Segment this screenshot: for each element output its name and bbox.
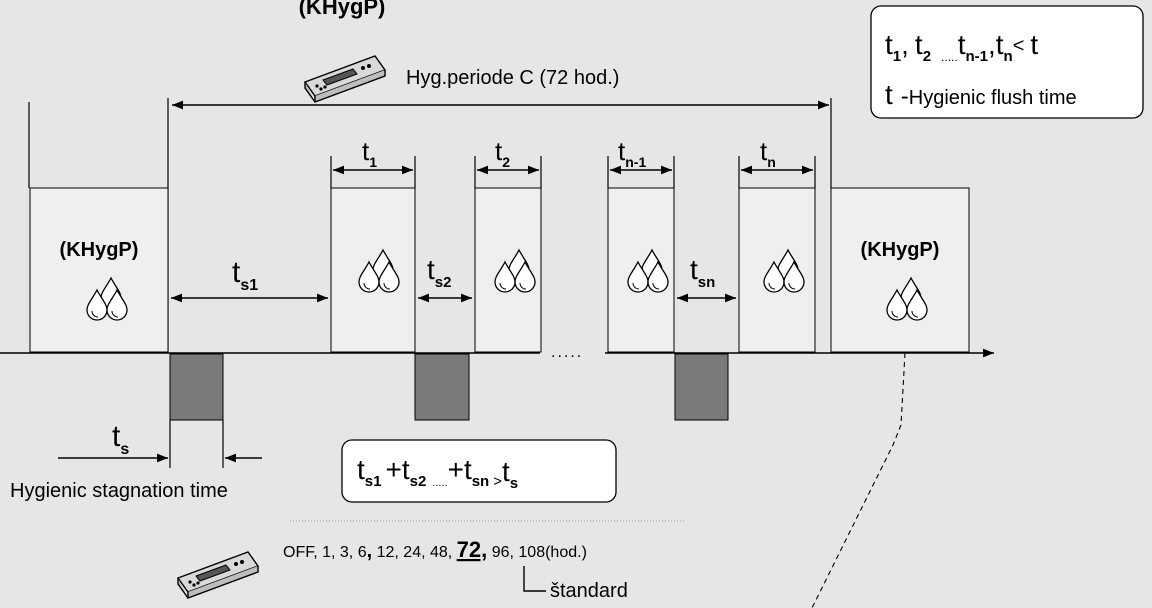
standard-label: štandard bbox=[550, 580, 628, 602]
remote-control-icon bbox=[304, 55, 386, 103]
axis-dots: ..... bbox=[551, 344, 583, 361]
flush-bound-ticks bbox=[330, 156, 816, 188]
standard-pointer-line bbox=[523, 566, 546, 592]
leader-dashed-line bbox=[811, 352, 906, 608]
khygp-label-left: (KHygP) bbox=[60, 239, 139, 261]
ts1-label: ts1 bbox=[232, 256, 258, 294]
stagnation-bar bbox=[674, 353, 729, 421]
flush-time-text: Hygienic flush time bbox=[909, 87, 1077, 109]
tn-label: tn bbox=[760, 136, 776, 170]
stagnation-caption: Hygienic stagnation time bbox=[10, 480, 228, 502]
ts-label: ts bbox=[112, 420, 129, 458]
stagnation-bar bbox=[414, 353, 470, 421]
svg-text:ts1+ts2.....+tsn>ts: ts1+ts2.....+tsn>ts bbox=[357, 454, 518, 492]
standard-value: 72, bbox=[457, 537, 488, 562]
remote-control-icon bbox=[177, 551, 259, 599]
t1-label: t1 bbox=[362, 136, 377, 170]
period-options: OFF, 1, 3, 6, 12, 24, 48, 72, 96, 108(ho… bbox=[283, 537, 587, 562]
top-title-fragment: (KHygP) bbox=[299, 0, 386, 19]
khygp-box-left bbox=[29, 187, 169, 353]
khygp-box-right bbox=[830, 187, 970, 353]
tsn-label: tsn bbox=[690, 254, 715, 291]
svg-text:t1,t2.....tn-1,tn<t: t1,t2.....tn-1,tn<t bbox=[885, 29, 1038, 65]
khygp-label-right: (KHygP) bbox=[861, 239, 940, 261]
t2-label: t2 bbox=[495, 136, 510, 170]
ts2-label: ts2 bbox=[427, 254, 451, 291]
tn-minus-1-label: tn-1 bbox=[618, 136, 646, 170]
svg-text:t-Hygienic flush time: t-Hygienic flush time bbox=[885, 79, 1077, 110]
stagnation-bar bbox=[169, 353, 224, 421]
legend-box: t1,t2.....tn-1,tn<t t-Hygienic flush tim… bbox=[870, 5, 1144, 119]
formula-box: ts1+ts2.....+tsn>ts bbox=[341, 439, 617, 503]
hyg-period-label: Hyg.periode C (72 hod.) bbox=[406, 67, 619, 89]
